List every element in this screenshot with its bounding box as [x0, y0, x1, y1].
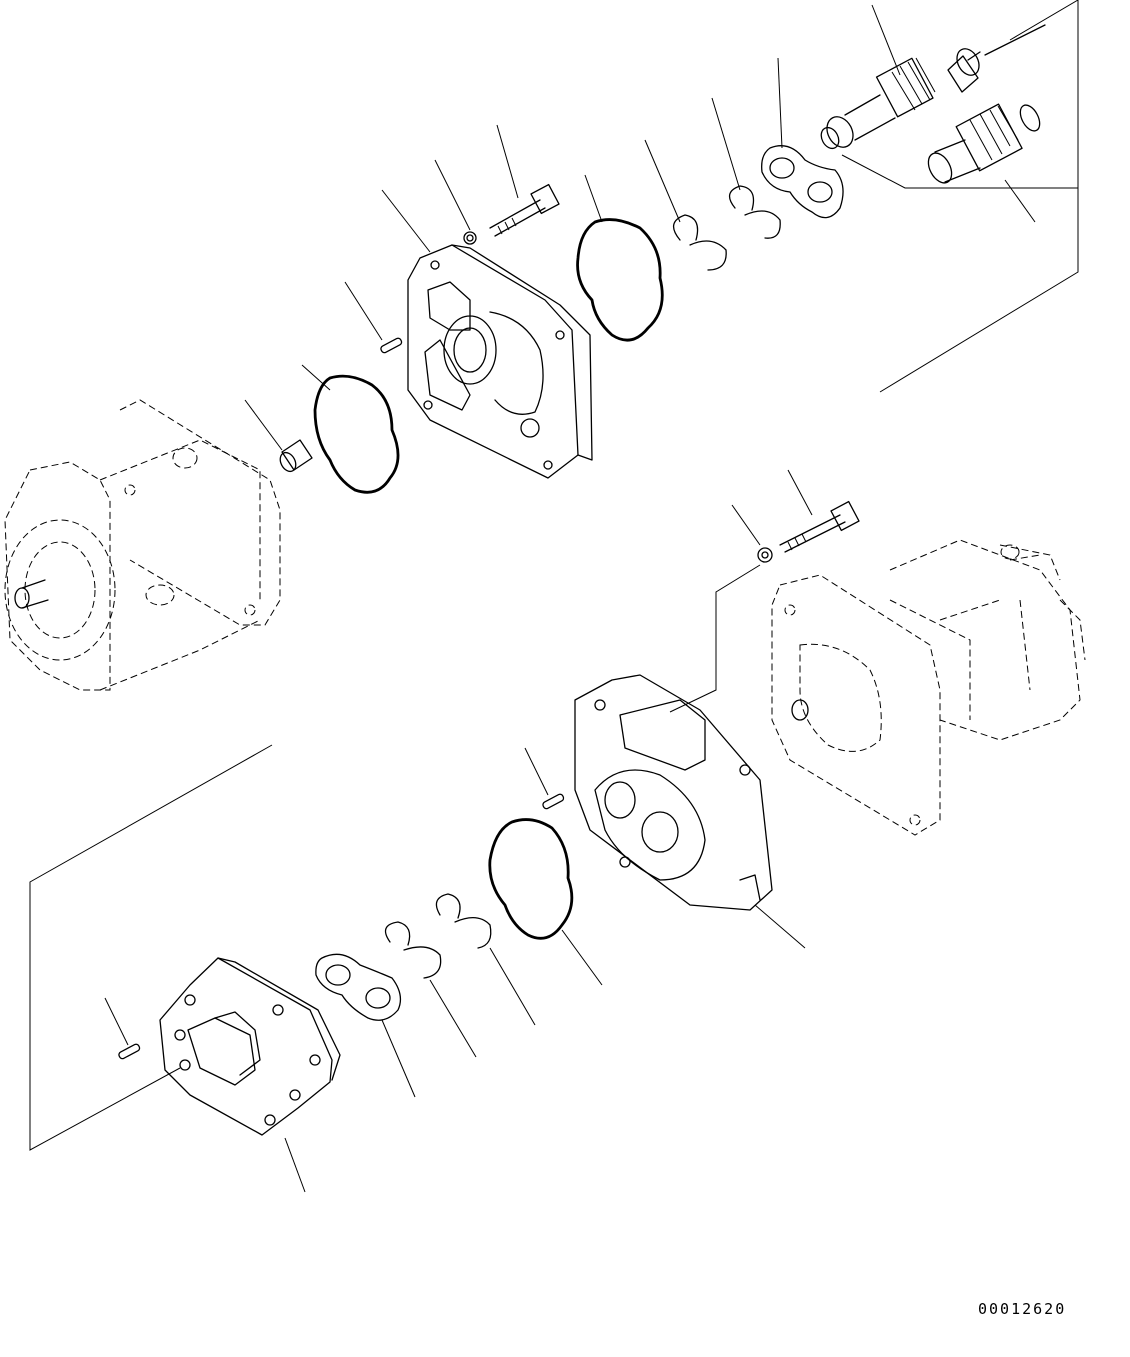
pump-body-left [4, 399, 281, 691]
washer-upper [463, 231, 477, 245]
assembly-bracket-lower [29, 564, 761, 1151]
gear-housing-lower [574, 674, 773, 911]
cover-plate-upper [407, 244, 593, 479]
seal-ring-upper-left [313, 374, 400, 494]
gear-case [159, 957, 341, 1136]
bushing-plate-upper [761, 145, 844, 219]
driven-shaft-gear [927, 103, 1041, 184]
assembly-bracket-upper [841, 0, 1079, 393]
seal-ring-lower [488, 818, 574, 940]
drive-shaft-gear [820, 24, 1046, 150]
bolt-upper [489, 183, 560, 237]
backup-rings-lower [384, 893, 492, 979]
bolt-lower [779, 500, 860, 553]
bushing-plate-lower [315, 953, 402, 1021]
bushing-sleeve [279, 439, 313, 473]
pump-body-right [771, 539, 1086, 836]
washer-lower [757, 547, 773, 563]
dowel-pin-upper [380, 337, 403, 354]
dowel-pin-lower [542, 793, 565, 810]
dowel-pin-bottom [118, 1043, 141, 1060]
seal-ring-upper-right [576, 218, 664, 342]
drawing-code-label: 00012620 [978, 1300, 1067, 1318]
backup-rings-upper [673, 185, 781, 271]
leader-lines [104, 4, 1036, 1193]
